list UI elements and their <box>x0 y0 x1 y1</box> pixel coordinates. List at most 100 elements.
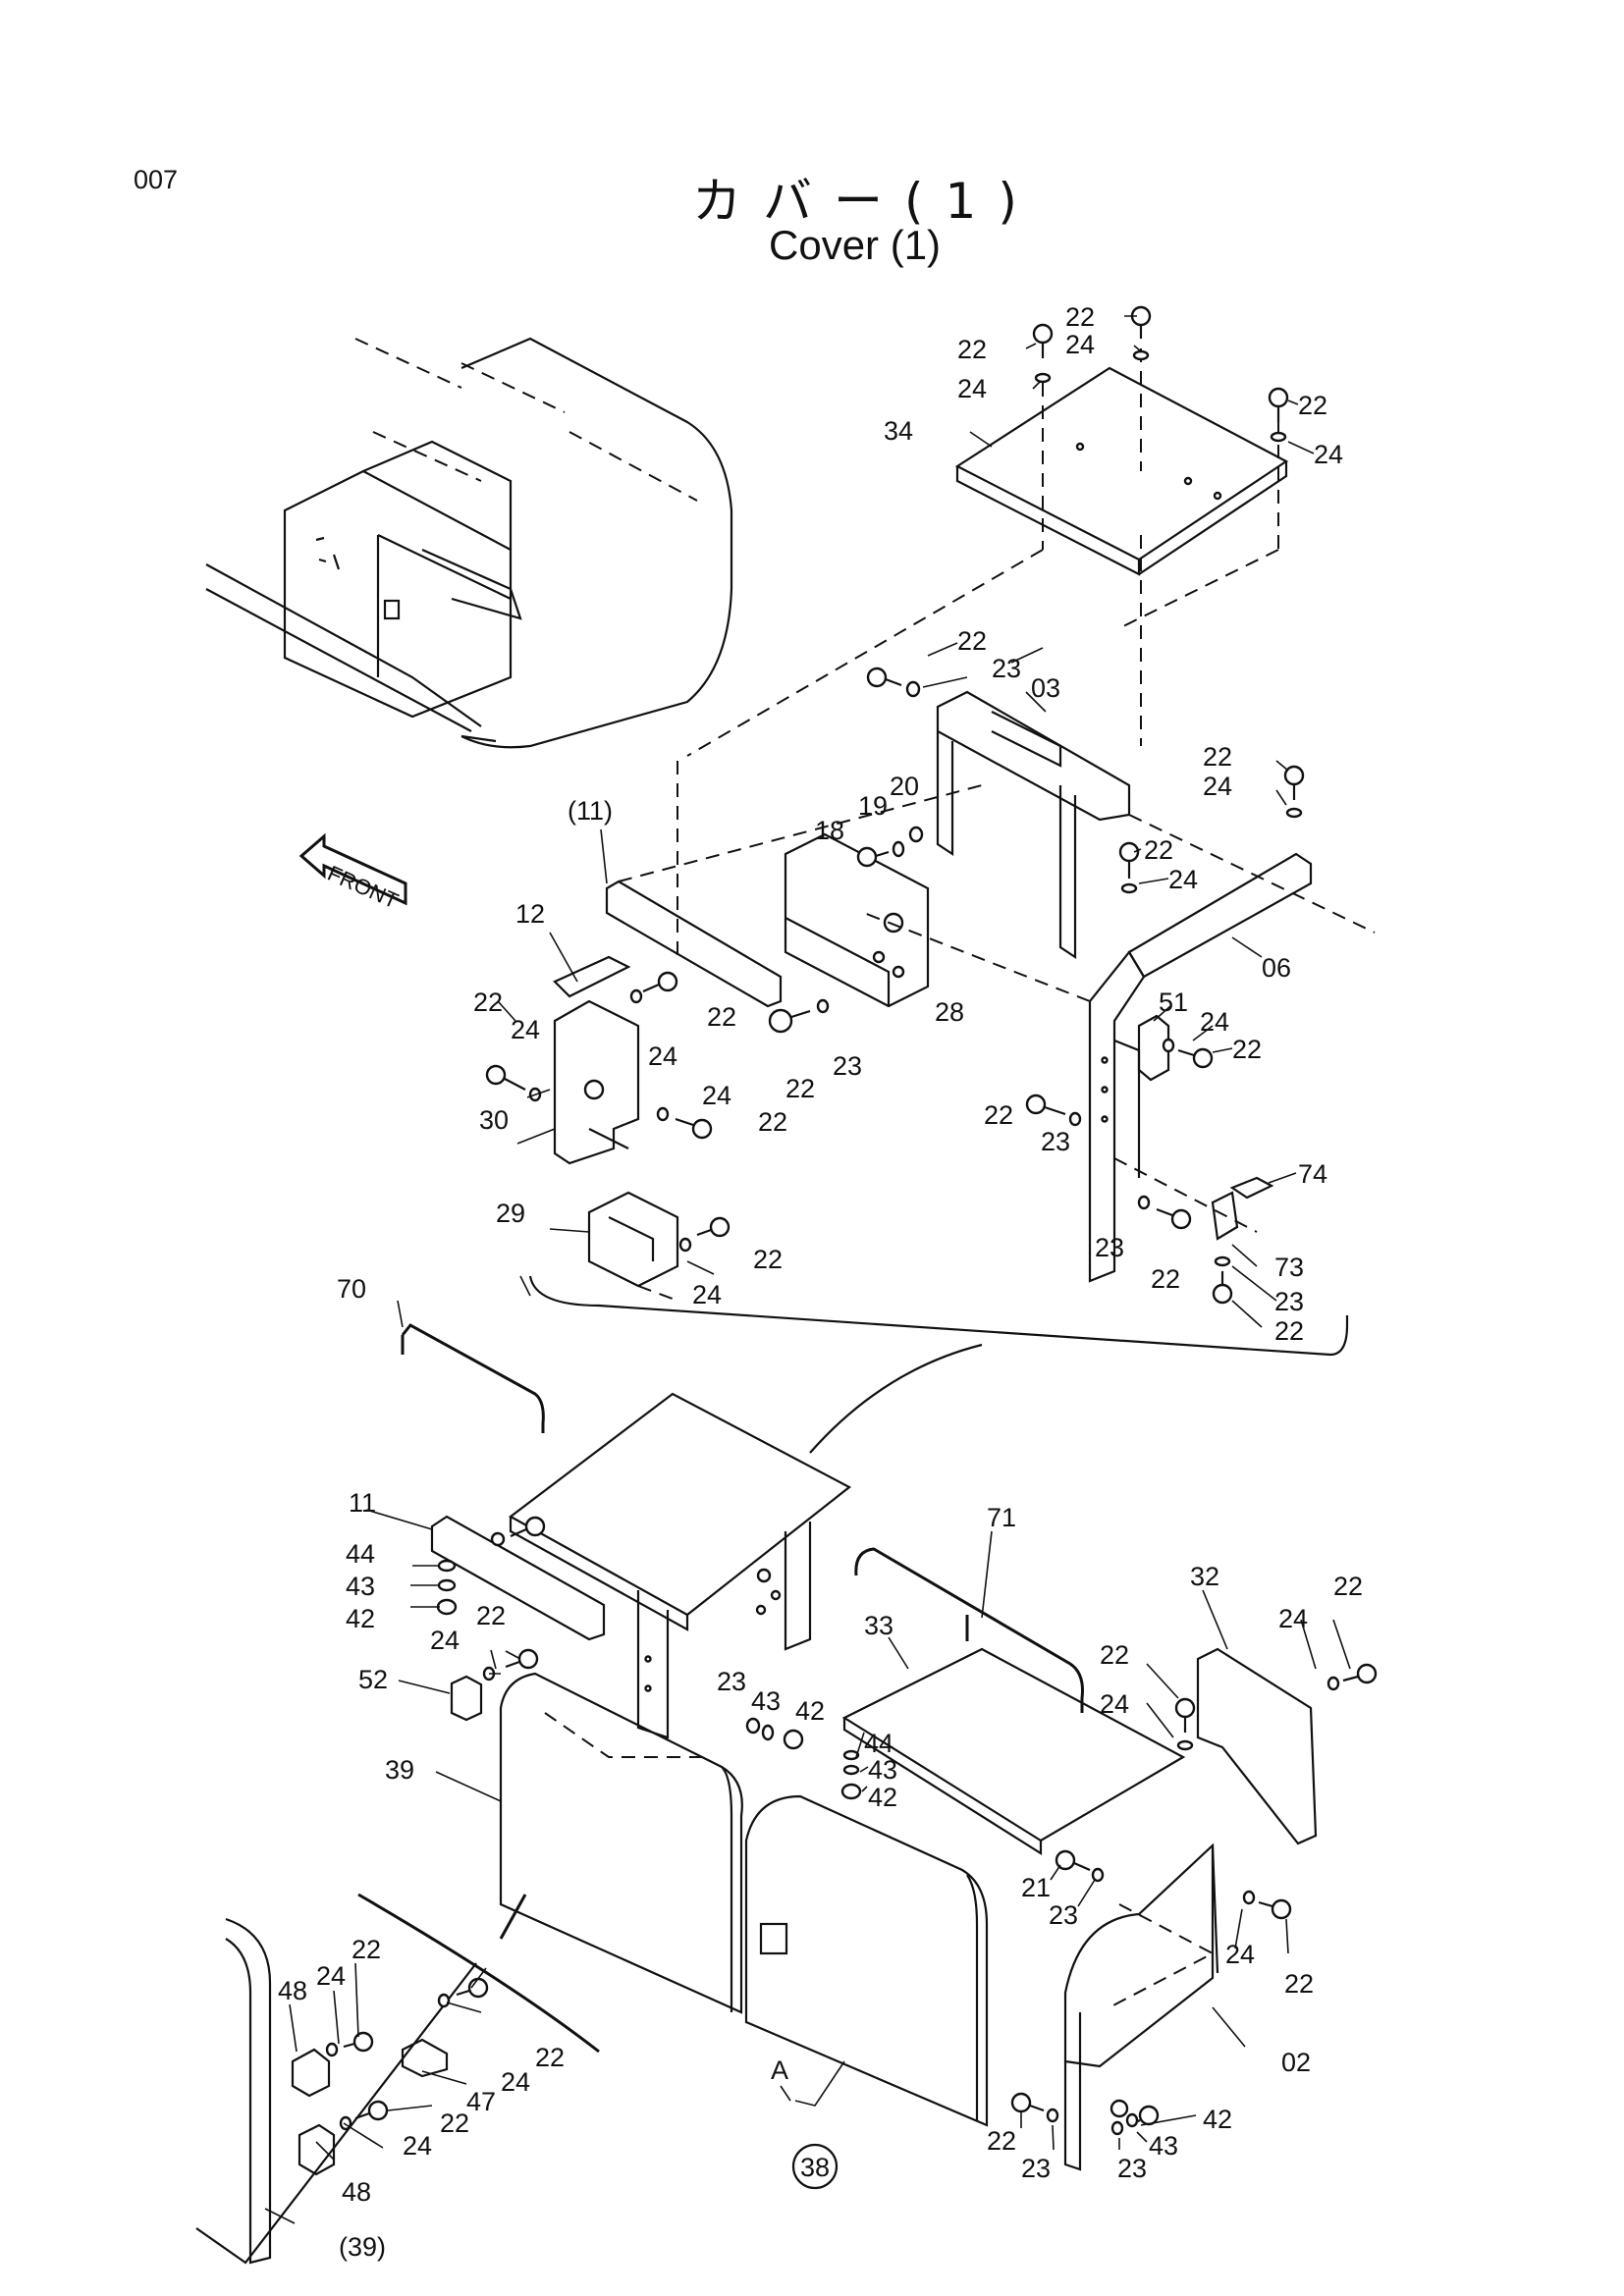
bolt-icon <box>696 1216 731 1238</box>
bolt-icon <box>1032 323 1054 358</box>
callout-42: 42 <box>795 1696 825 1726</box>
washer-icon <box>816 998 830 1014</box>
machine-body-overview <box>205 337 733 749</box>
bolt-icon <box>354 2100 389 2121</box>
part-38-cover <box>744 1794 989 2127</box>
callout-47: 47 <box>466 2087 496 2116</box>
bolt-icon <box>1055 1849 1091 1872</box>
bolt-icon <box>485 1064 526 1091</box>
callout-22: 22 <box>987 2126 1016 2156</box>
part-34-top-plate <box>686 348 1289 757</box>
washer-icon <box>437 1993 451 2008</box>
bolt-icon <box>1342 1663 1378 1684</box>
washer-icon <box>1091 1867 1105 1883</box>
bolt-icon <box>1156 1207 1192 1230</box>
callout-24: 24 <box>1278 1604 1308 1633</box>
washer-icon <box>1034 372 1052 384</box>
part-28-plate <box>784 832 930 1008</box>
callout-24: 24 <box>511 1015 540 1044</box>
washer-icon <box>1242 1890 1256 1905</box>
callout-22: 22 <box>352 1935 381 1964</box>
callout-24: 24 <box>957 374 987 403</box>
part-39-cover <box>499 1672 743 2014</box>
title-japanese: カバー(1) <box>692 173 1039 230</box>
washer-icon <box>490 1531 506 1547</box>
callout-24: 24 <box>403 2131 432 2161</box>
bolt-icon <box>1010 2092 1045 2113</box>
callouts: 22 22 24 24 22 24 34 22 23 03 22 24 20 1… <box>278 302 1363 2262</box>
callout-24: 24 <box>648 1041 677 1071</box>
callout-24: 24 <box>702 1081 731 1110</box>
callout-71: 71 <box>987 1503 1016 1532</box>
bolt-icon <box>1118 841 1140 879</box>
bolt-icon <box>1174 1697 1196 1733</box>
callout-38-circle <box>791 2143 839 2190</box>
part-33-plate <box>841 1647 1186 1855</box>
washer-icon <box>656 1106 670 1122</box>
part-47-latch <box>401 2038 449 2078</box>
bolt-icon <box>1212 1271 1233 1305</box>
callout-22: 22 <box>957 335 987 364</box>
callout-24: 24 <box>1200 1007 1229 1037</box>
callout-23: 23 <box>833 1051 862 1081</box>
bolt-icon <box>1268 387 1289 422</box>
callout-22: 22 <box>473 988 503 1017</box>
washer-icon <box>783 1729 804 1750</box>
leader-lines <box>264 315 1351 2224</box>
callout-23: 23 <box>1274 1287 1304 1316</box>
washer-icon <box>1176 1739 1194 1751</box>
callout-42: 42 <box>1203 2105 1232 2134</box>
callout-23: 23 <box>1049 1900 1078 1930</box>
callout-51: 51 <box>1159 988 1188 1017</box>
washer-icon <box>437 1559 457 1573</box>
part-03-bracket <box>936 690 1131 960</box>
part-29-bracket <box>587 1191 679 1302</box>
washer-icon <box>1214 1255 1231 1267</box>
washer-icon <box>892 840 905 858</box>
callout-22: 22 <box>1232 1035 1262 1064</box>
callout-52: 52 <box>358 1665 388 1694</box>
bolt-icon <box>1283 765 1305 800</box>
washer-icon <box>745 1717 761 1735</box>
callout-22: 22 <box>1274 1316 1304 1346</box>
assembly-group-bracket <box>528 1275 1349 1357</box>
washer-icon <box>678 1237 692 1253</box>
washer-icon <box>1110 2120 1124 2136</box>
callout-74: 74 <box>1298 1159 1327 1189</box>
part-06-frame <box>863 814 1376 1283</box>
callout-22: 22 <box>1100 1640 1129 1670</box>
washer-icon <box>1125 2112 1139 2128</box>
washer-icon <box>437 1578 457 1592</box>
part-71-handrail <box>854 1547 1084 1713</box>
bolt-icon <box>1025 1094 1066 1116</box>
washer-icon <box>1120 882 1138 894</box>
part-52-hinge <box>450 1675 483 1722</box>
callout-23: 23 <box>1041 1127 1070 1156</box>
callout-48: 48 <box>342 2177 371 2207</box>
callout-22: 22 <box>707 1002 736 1032</box>
washer-icon <box>905 680 921 698</box>
washer-icon <box>761 1724 775 1741</box>
part-70-handrail <box>401 1323 545 1433</box>
callout-22: 22 <box>1333 1572 1363 1601</box>
callout-24: 24 <box>1225 1940 1255 1969</box>
callout-42: 42 <box>868 1783 897 1812</box>
callout-22: 22 <box>957 626 987 656</box>
bolt-icon <box>1130 305 1152 339</box>
bolt-icon <box>510 1516 546 1538</box>
callout-32: 32 <box>1190 1562 1219 1591</box>
callout-22: 22 <box>1203 742 1232 772</box>
callout-24: 24 <box>1203 772 1232 801</box>
front-label: FRONT <box>324 861 402 914</box>
washer-icon <box>1068 1111 1082 1127</box>
washer-icon <box>436 1598 458 1616</box>
callout-29: 29 <box>496 1199 525 1228</box>
callout-21: 21 <box>1021 1873 1051 1902</box>
callout-22: 22 <box>753 1245 783 1274</box>
callout-24: 24 <box>692 1280 722 1309</box>
callout-24: 24 <box>1314 440 1343 469</box>
callout-22: 22 <box>1298 391 1327 420</box>
callout-22: 22 <box>1151 1264 1180 1294</box>
